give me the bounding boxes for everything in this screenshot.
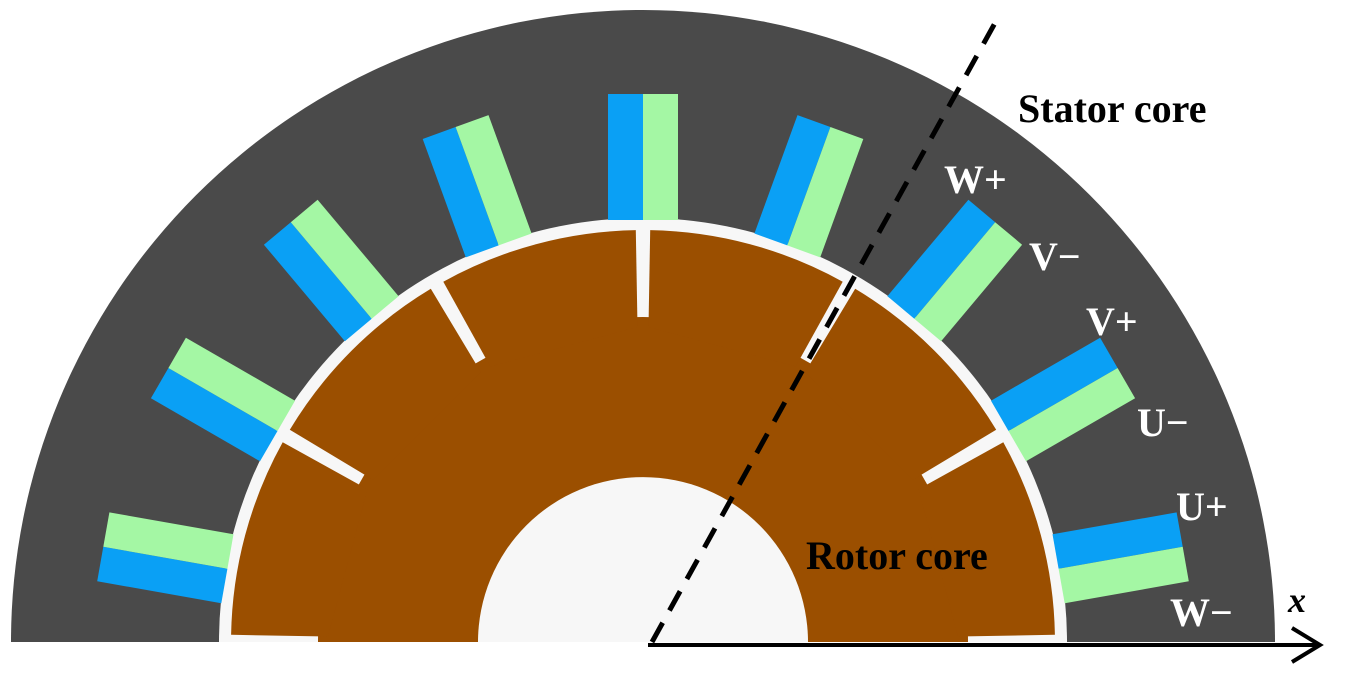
rotor-core-label: Rotor core <box>806 533 988 578</box>
coil-side-green <box>103 512 234 569</box>
rotor-tooth <box>918 442 1055 637</box>
winding-label-w-minus: W− <box>1170 590 1233 635</box>
coil-side-green <box>1008 368 1136 462</box>
coil-side-green <box>643 94 678 220</box>
coil-side-blue <box>263 222 372 342</box>
coil-side-green <box>168 337 295 431</box>
coil-side-green <box>1058 546 1189 604</box>
coil-side-blue <box>422 127 499 258</box>
winding-label-u-minus: U− <box>1137 400 1189 445</box>
rotor-tooth <box>231 442 368 637</box>
winding-label-w-plus: W+ <box>944 157 1007 202</box>
winding-label-u-plus: U+ <box>1176 484 1228 529</box>
x-axis-arrow <box>648 626 1324 664</box>
coil-side-blue <box>887 199 996 319</box>
shaft-bore <box>478 477 808 642</box>
coil-side-green <box>914 222 1023 342</box>
x-axis-arrowhead <box>1290 626 1324 664</box>
coil-side-blue <box>991 337 1118 431</box>
coil-side-blue <box>97 546 228 604</box>
coil-side-green <box>455 115 532 246</box>
coil-side-blue <box>608 94 643 220</box>
rotor-tooth <box>443 230 638 367</box>
coil-side-blue <box>754 115 831 246</box>
winding-label-v-minus: V− <box>1029 234 1081 279</box>
coil-side-blue <box>1052 512 1183 569</box>
rotor-tooth <box>805 288 997 480</box>
rotor-tooth <box>648 230 843 367</box>
x-axis-label: x <box>1287 580 1306 620</box>
shaft-bore-region <box>478 477 808 642</box>
dashed-reference-line <box>649 12 1003 644</box>
stator-coils <box>97 94 1189 604</box>
rotor-tooth <box>289 288 481 480</box>
coil-side-green <box>787 127 864 258</box>
coil-side-green <box>290 199 399 319</box>
winding-label-v-plus: V+ <box>1086 299 1138 344</box>
stator-core-label: Stator core <box>1018 86 1206 131</box>
coil-side-blue <box>150 368 278 462</box>
